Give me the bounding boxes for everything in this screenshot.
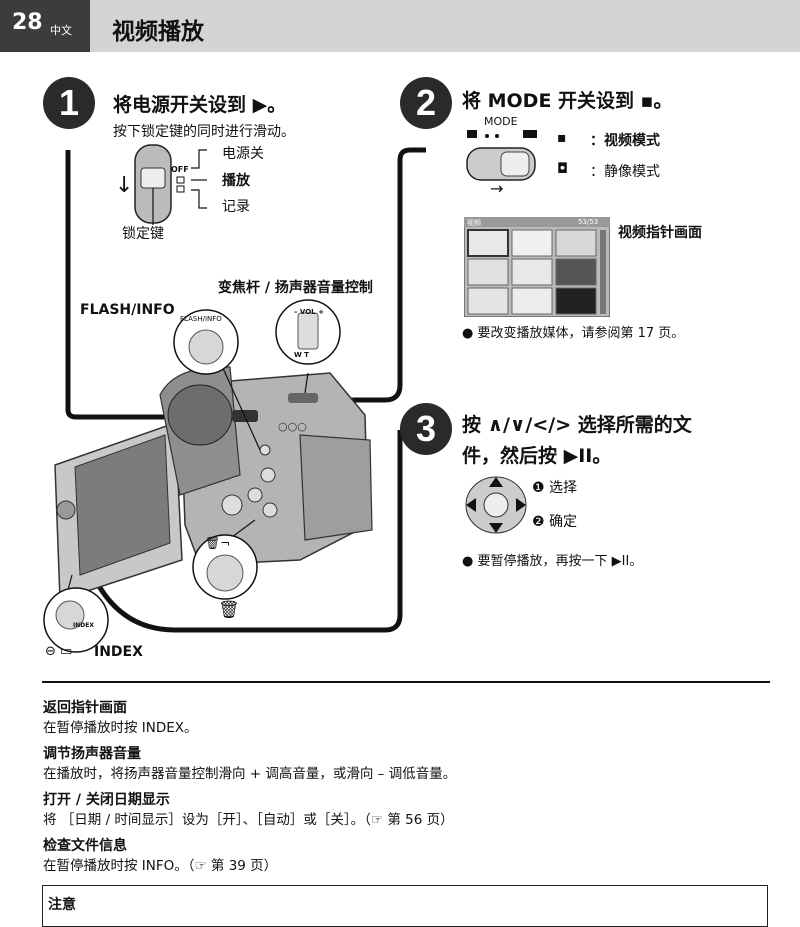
section-heading-date-display: 打开 / 关闭日期显示 [43, 792, 170, 808]
step2-badge: 2 [400, 77, 452, 129]
page-number: 28 [12, 10, 43, 35]
mode-text: MODE [484, 115, 518, 128]
step2-line [300, 147, 426, 403]
language-label: 中文 [50, 24, 72, 37]
screen-header-right: 53/53 [578, 218, 599, 226]
step3-bullet: ● 要暂停播放，再按一下 ▶II。 [462, 554, 643, 569]
svg-text:🗑︎¬: 🗑︎¬ [205, 536, 230, 550]
page-title: 视频播放 [112, 19, 204, 45]
play-label: 播放 [222, 173, 250, 189]
mode-switch-illustration: → [466, 130, 537, 196]
joystick-illustration [465, 476, 527, 534]
step1-subtitle: 按下锁定键的同时进行滑动。 [113, 124, 295, 140]
svg-text:→: → [490, 179, 503, 196]
flash-info-button-text: FLASH/INFO [180, 315, 222, 323]
index-screen-label: 视频指针画面 [618, 225, 702, 241]
vol-text: – VOL + [294, 308, 324, 316]
step3-title-line2: 件，然后按 ▶II。 [462, 445, 612, 467]
camera-body: ○○○ [159, 366, 373, 566]
step2-bullet: ● 要改变播放媒体，请参阅第 17 页。 [462, 326, 685, 341]
section-body-date-display: 将 ［日期 / 时间显示］设为［开］、［自动］或［关］。（☞ 第 56 页） [43, 812, 454, 828]
svg-text:OFF: OFF [171, 165, 189, 174]
lock-key-label: 锁定键 [122, 226, 164, 242]
step1-title: 将电源开关设到 ▶。 [113, 94, 287, 116]
confirm-label: ❷ 确定 [532, 514, 578, 530]
section-heading-file-info: 检查文件信息 [43, 838, 127, 854]
power-switch-illustration: ↓ OFF [115, 144, 207, 225]
step2-title: 将 MODE 开关设到 ▪。 [462, 90, 673, 112]
record-label: 记录 [222, 199, 250, 215]
index-small-text: INDEX [73, 622, 94, 629]
power-off-label: 电源关 [222, 146, 264, 162]
screen-header-left: 视频 [467, 219, 481, 227]
zoom-volume-label: 变焦杆 / 扬声器音量控制 [218, 280, 373, 296]
step1-line [65, 150, 236, 420]
section-divider [42, 681, 770, 683]
section-body-volume: 在播放时，将扬声器音量控制滑向 + 调高音量，或滑向 – 调低音量。 [43, 766, 457, 782]
svg-text:↓: ↓ [115, 173, 133, 198]
header-bar [0, 0, 800, 52]
index-label: INDEX [94, 644, 143, 660]
photo-mode-label: ：静像模式 [590, 164, 660, 180]
camera-illustration: ○○○ 🗑︎¬ 🗑︎ [43, 147, 426, 653]
index-icons: ⊖ ▭ [45, 644, 73, 659]
note-box [42, 885, 768, 927]
svg-text:🗑︎: 🗑︎ [218, 600, 240, 620]
note-title: 注意 [48, 897, 76, 913]
lcd-panel [54, 421, 183, 602]
zoom-lever-callout [275, 299, 341, 394]
step3-title-line1: 按 ∧/∨/</> 选择所需的文 [462, 414, 692, 436]
section-heading-volume: 调节扬声器音量 [43, 746, 141, 762]
index-callout [43, 574, 109, 653]
video-camera-icon: ▪ [557, 130, 567, 146]
section-body-file-info: 在暂停播放时按 INFO。（☞ 第 39 页） [43, 858, 278, 874]
page-number-box [0, 0, 90, 52]
svg-text:○○○: ○○○ [278, 420, 307, 433]
delete-callout: 🗑︎¬ 🗑︎ [192, 519, 258, 620]
flash-info-label: FLASH/INFO [80, 302, 175, 318]
wt-text: W T [294, 351, 309, 359]
select-label: ❶ 选择 [532, 480, 578, 496]
step1-badge: 1 [43, 77, 95, 129]
section-body-return-index: 在暂停播放时按 INDEX。 [43, 720, 198, 736]
video-mode-label: ：视频模式 [590, 133, 660, 149]
section-heading-return-index: 返回指针画面 [43, 700, 127, 716]
flash-info-callout [173, 309, 261, 451]
step3-badge: 3 [400, 403, 452, 455]
photo-camera-icon: ◘ [557, 161, 569, 177]
index-screen-illustration [464, 217, 610, 317]
